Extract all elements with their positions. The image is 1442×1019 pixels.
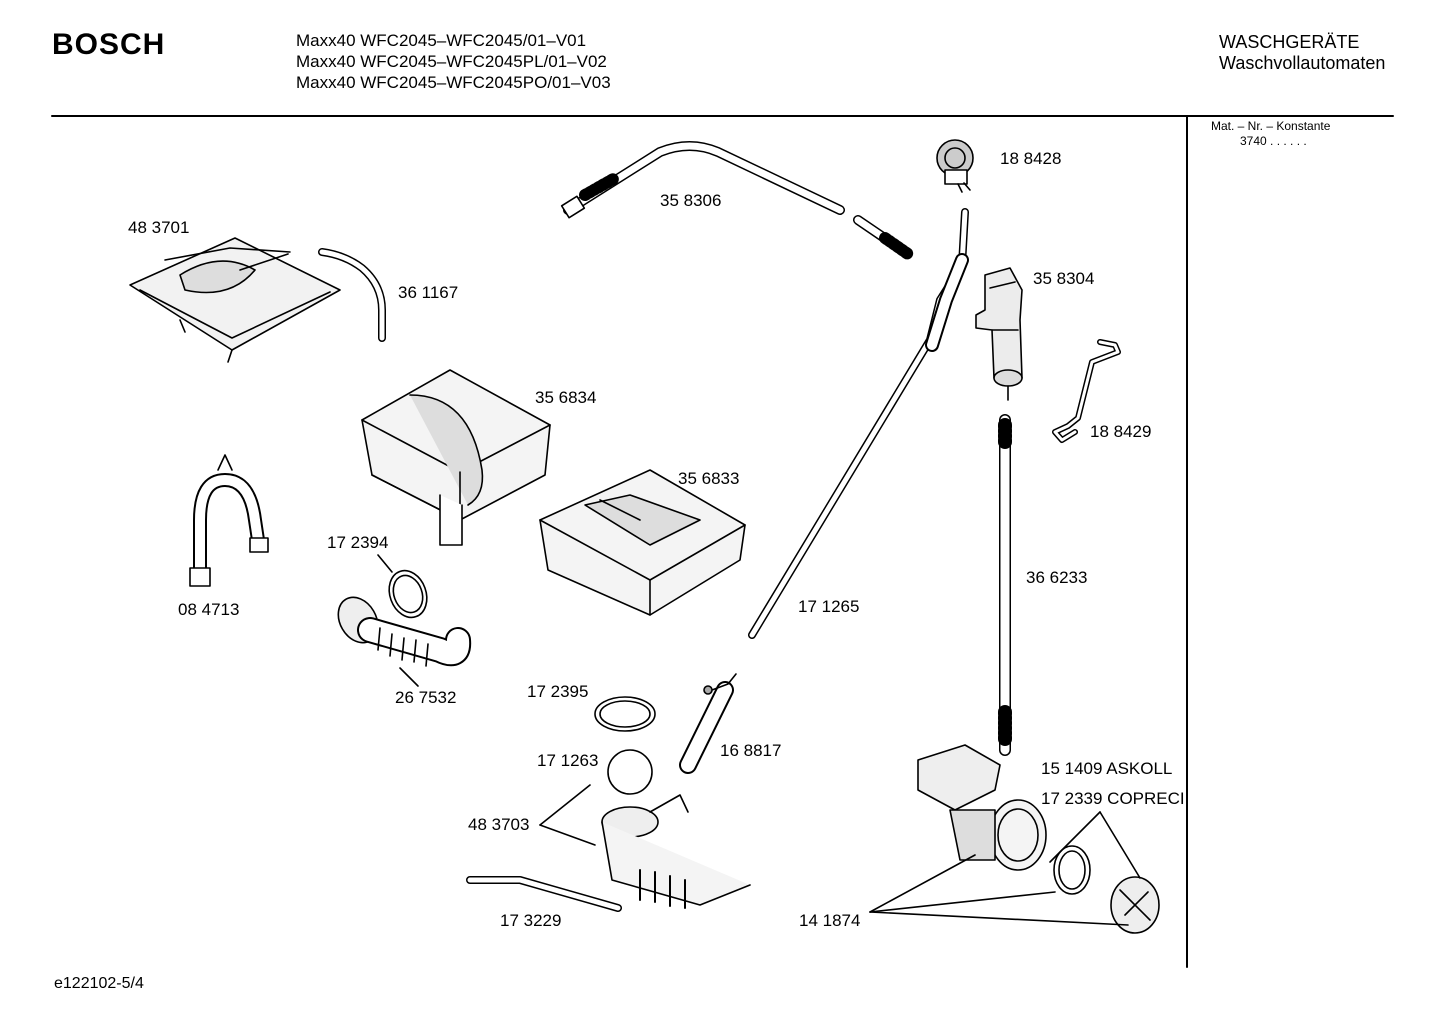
brand-logo: BOSCH — [52, 28, 166, 61]
part-label-188428: 18 8428 — [1000, 149, 1062, 168]
inlet-valve-part — [975, 267, 1023, 401]
part-label-358306: 35 8306 — [660, 191, 722, 210]
part-label-188429: 18 8429 — [1090, 422, 1152, 441]
hose-173229-part — [466, 876, 622, 912]
tube-171265-part — [748, 208, 969, 639]
seal-ring-172394-part — [377, 554, 428, 619]
part-label-173229: 17 3229 — [500, 911, 562, 930]
part-label-172394: 17 2394 — [327, 533, 389, 552]
subcategory-title: Waschvollautomaten — [1219, 53, 1386, 73]
part-label-366233: 36 6233 — [1026, 568, 1088, 587]
part-label-141874: 14 1874 — [799, 911, 861, 930]
part-label-358304: 35 8304 — [1033, 269, 1095, 288]
model-line-3: Maxx40 WFC2045–WFC2045PO/01–V03 — [296, 73, 611, 92]
part-label-356834: 35 6834 — [535, 388, 597, 407]
ball-171263-part — [607, 749, 653, 795]
material-number-value: 3740 . . . . . . — [1240, 134, 1307, 148]
part-label-172339: 17 2339 COPRECI — [1041, 789, 1185, 808]
part-label-171265: 17 1265 — [798, 597, 860, 616]
drawing-code: e122102-5/4 — [54, 975, 144, 992]
hose-358306-part — [560, 141, 914, 260]
dispenser-cover-part — [129, 237, 341, 363]
drain-pump-141874-part — [869, 744, 1160, 934]
bracket-188429-part — [1052, 339, 1121, 443]
hose-bend-084713-part — [189, 454, 269, 587]
category-title: WASCHGERÄTE — [1219, 32, 1360, 52]
part-label-483701: 48 3701 — [128, 218, 190, 237]
material-number-label: Mat. – Nr. – Konstante — [1211, 119, 1331, 133]
part-label-361167: 36 1167 — [398, 283, 459, 302]
sump-483703-part — [539, 784, 751, 909]
model-line-1: Maxx40 WFC2045–WFC2045/01–V01 — [296, 31, 587, 50]
model-line-2: Maxx40 WFC2045–WFC2045PL/01–V02 — [296, 52, 607, 71]
seal-ring-172395-part — [594, 696, 656, 732]
part-label-151409: 15 1409 ASKOLL — [1041, 759, 1173, 778]
part-label-171263: 17 1263 — [537, 751, 599, 770]
detergent-box-part — [361, 369, 551, 546]
part-label-084713: 08 4713 — [178, 600, 240, 619]
part-label-267532: 26 7532 — [395, 688, 457, 707]
detergent-drawer-part — [539, 469, 746, 616]
bellows-hose-267532-part — [337, 596, 472, 687]
part-label-356833: 35 6833 — [678, 469, 740, 488]
part-label-483703: 48 3703 — [468, 815, 530, 834]
pressure-switch-part — [936, 139, 974, 193]
sensor-168817-part — [679, 673, 737, 774]
part-label-172395: 17 2395 — [527, 682, 589, 701]
hose-361167-part — [318, 248, 386, 342]
part-label-168817: 16 8817 — [720, 741, 782, 760]
